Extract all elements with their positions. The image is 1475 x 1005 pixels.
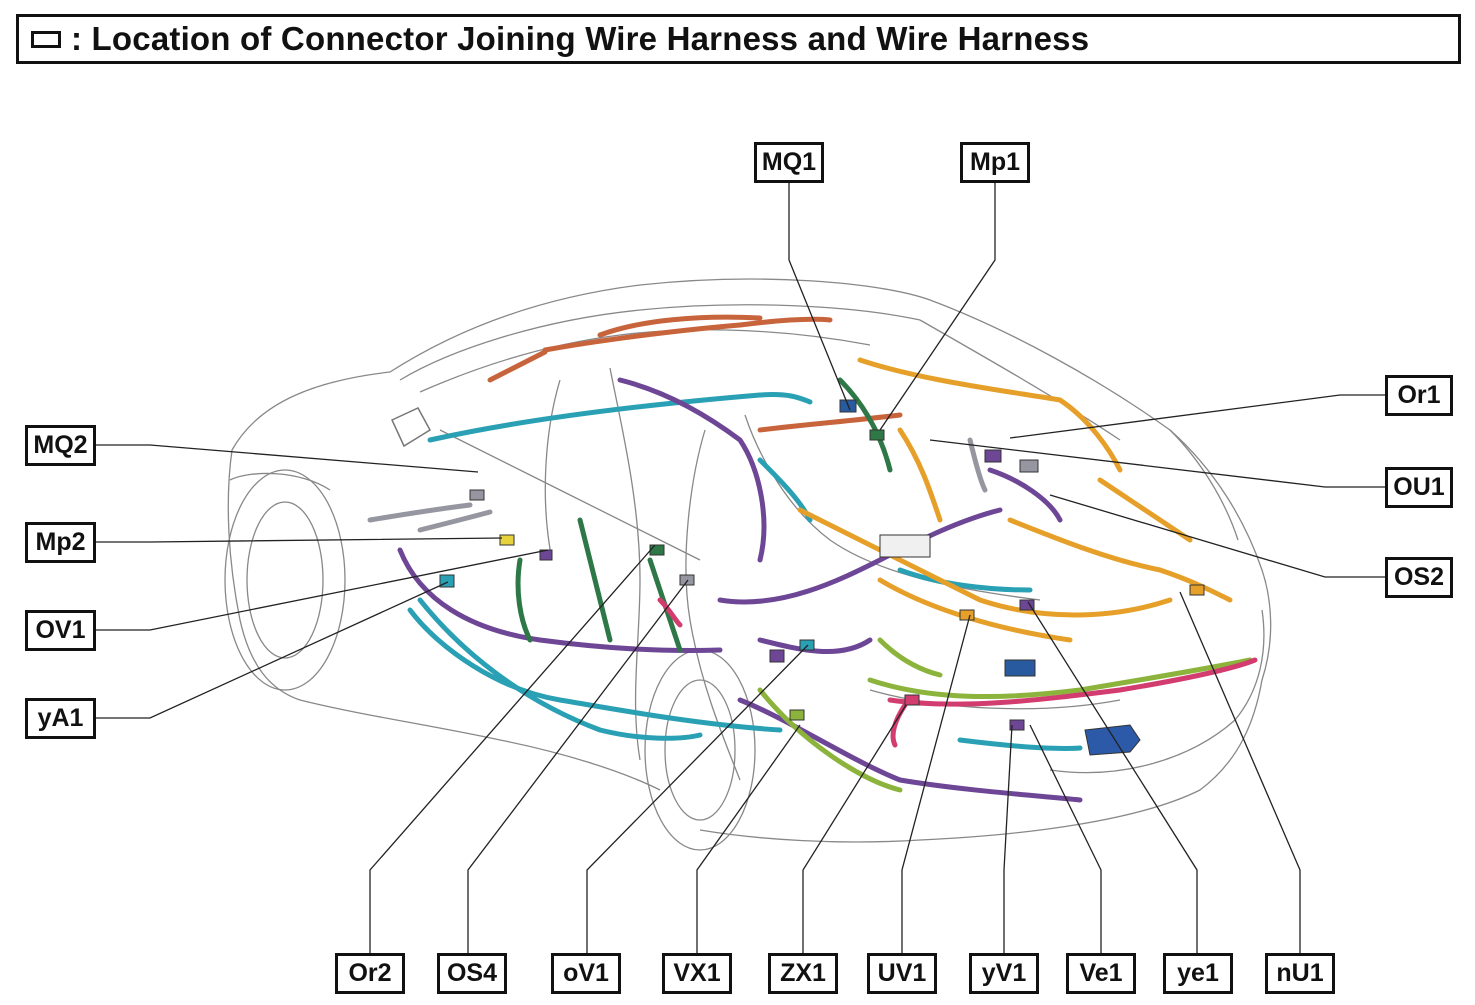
connector-label-yV1: yV1 — [969, 953, 1039, 994]
leader-OU1 — [929, 439, 1385, 488]
rectangle-icon — [31, 30, 61, 48]
harness-connectors — [439, 399, 1205, 756]
harness-gold — [797, 357, 1233, 643]
connector-label-ye1: ye1 — [1163, 953, 1233, 994]
connector-label-Mp2: Mp2 — [25, 522, 96, 563]
connector-label-OU1: OU1 — [1385, 467, 1453, 508]
leader-OV1 — [96, 549, 549, 631]
leader-Or2 — [369, 544, 656, 955]
leader-lines — [96, 182, 1385, 955]
car-body-outline — [227, 278, 1272, 843]
connector-label-MQ1: MQ1 — [754, 142, 824, 183]
leader-MQ2 — [96, 444, 479, 473]
rear-wheel — [644, 649, 756, 851]
leader-OS2 — [1049, 494, 1385, 578]
leader-VX1 — [696, 724, 801, 955]
leader-OS4 — [467, 579, 689, 955]
leader-yA1 — [96, 581, 449, 719]
leader-Ve1 — [1029, 724, 1102, 955]
leader-Mp2 — [96, 537, 503, 543]
connector-label-OS2: OS2 — [1385, 557, 1453, 598]
harness-roof — [487, 314, 903, 433]
harness-lime — [757, 637, 1253, 793]
harness-grey — [367, 437, 988, 533]
connector-label-OV1: OV1 — [25, 610, 96, 651]
leader-Or1 — [1009, 394, 1385, 439]
connector-label-VX1: VX1 — [662, 953, 732, 994]
title-box: : Location of Connector Joining Wire Har… — [16, 14, 1461, 64]
leader-UV1 — [901, 614, 971, 955]
leader-MQ1 — [788, 182, 851, 411]
leader-oV1 — [586, 644, 809, 955]
harness-cyan — [407, 392, 1083, 751]
connector-label-ZX1: ZX1 — [768, 953, 838, 994]
connector-label-yA1: yA1 — [25, 698, 96, 739]
harness-purple — [397, 377, 1083, 803]
front-wheel — [224, 469, 346, 691]
connector-label-Or1: Or1 — [1385, 375, 1453, 416]
connector-label-Mp1: Mp1 — [960, 142, 1030, 183]
connector-label-nU1: nU1 — [1265, 953, 1335, 994]
connector-label-UV1: UV1 — [867, 953, 937, 994]
page-title: : Location of Connector Joining Wire Har… — [71, 20, 1090, 57]
leader-Mp1 — [879, 182, 996, 431]
harness-magenta — [657, 597, 1258, 748]
connector-label-Or2: Or2 — [335, 953, 405, 994]
leader-ye1 — [1027, 601, 1198, 955]
connector-label-MQ2: MQ2 — [25, 425, 96, 466]
side-mirror — [391, 407, 431, 448]
connector-label-oV1: oV1 — [551, 953, 621, 994]
leader-yV1 — [1003, 724, 1013, 955]
connector-label-OS4: OS4 — [437, 953, 507, 994]
leader-nU1 — [1179, 591, 1301, 955]
leader-ZX1 — [802, 704, 907, 955]
connector-label-Ve1: Ve1 — [1066, 953, 1136, 994]
